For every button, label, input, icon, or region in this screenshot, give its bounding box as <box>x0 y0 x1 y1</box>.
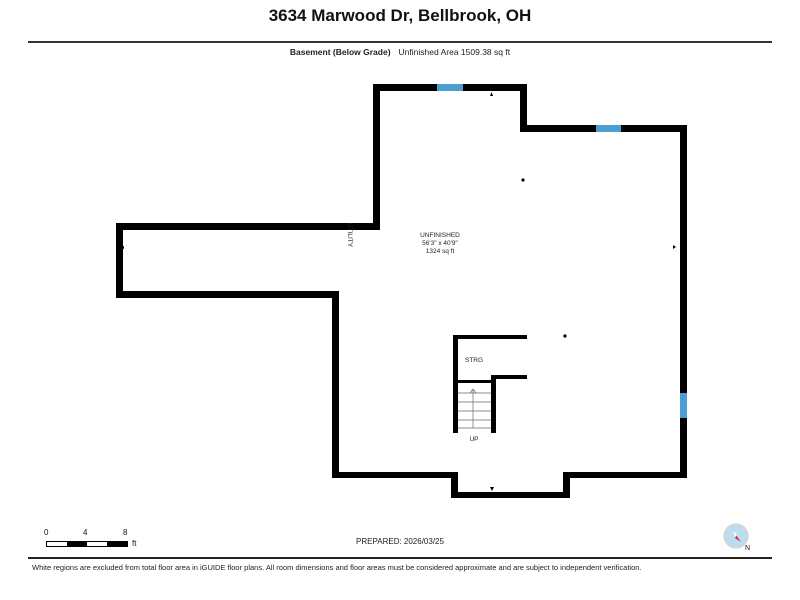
window-right <box>680 393 687 418</box>
compass-north-label: N <box>745 545 751 552</box>
interior-walls <box>453 335 527 433</box>
scale-bar-graphic <box>46 541 128 547</box>
compass-icon: N <box>723 523 751 552</box>
markers <box>121 92 676 491</box>
room-name: UNFINISHED <box>420 232 460 239</box>
room-label-utility: UTILITY <box>346 222 353 248</box>
header-divider <box>28 41 772 43</box>
room-dimensions: 56'3" x 40'9" <box>422 240 458 247</box>
disclaimer-text: White regions are excluded from total fl… <box>32 563 642 572</box>
scale-tick-0: 0 <box>44 528 49 537</box>
area-summary: Unfinished Area 1509.38 sq ft <box>398 47 511 57</box>
prepared-date: PREPARED: 2026/03/25 <box>356 537 444 546</box>
footer-divider <box>28 557 772 559</box>
windows <box>437 84 687 418</box>
level-name: Basement (Below Grade) <box>289 47 391 57</box>
room-label-unfinished: UNFINISHED 56'3" x 40'9" 1324 sq ft <box>405 232 475 256</box>
property-address-title: 3634 Marwood Dr, Bellbrook, OH <box>268 6 532 25</box>
window-upper-right <box>596 125 621 132</box>
room-label-storage: STRG <box>465 357 484 364</box>
stairs-label-up: UP <box>469 436 479 443</box>
exterior-walls <box>116 84 687 498</box>
scale-tick-8: 8 <box>123 528 128 537</box>
scale-unit: ft <box>132 539 137 548</box>
window-top <box>437 84 463 91</box>
scale-tick-4: 4 <box>83 528 88 537</box>
room-area: 1324 sq ft <box>425 248 455 255</box>
stair-treads <box>458 388 491 429</box>
level-summary: Basement (Below Grade) Unfinished Area 15… <box>0 47 800 57</box>
